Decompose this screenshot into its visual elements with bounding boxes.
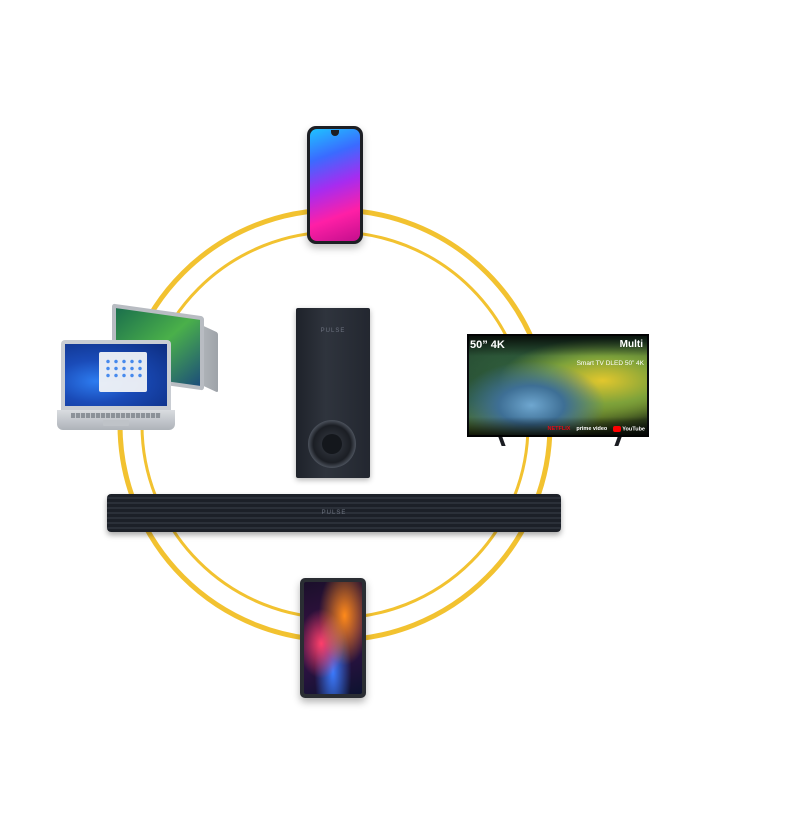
tv-model-label: Smart TV DLED 50” 4K bbox=[576, 360, 644, 367]
prime-video-logo: prime video bbox=[576, 425, 608, 432]
laptop-touchpad bbox=[103, 420, 129, 426]
soundbar-image: PULSE bbox=[107, 494, 561, 532]
laptop-keyboard-base bbox=[57, 410, 175, 430]
tv-brand-label: Multi bbox=[619, 339, 643, 350]
laptop-keyboard bbox=[71, 413, 161, 418]
tv-app-logos: NETFLIX prime video YouTube bbox=[547, 425, 645, 432]
subwoofer-speaker-cone bbox=[308, 420, 356, 468]
subwoofer-image: PULSE bbox=[296, 308, 370, 478]
smartphone-screen bbox=[310, 129, 360, 241]
laptop-start-menu bbox=[99, 352, 147, 392]
tv-size-label: 50” 4K bbox=[470, 339, 505, 351]
soundbar-brand-label: PULSE bbox=[321, 510, 347, 516]
tablet-image bbox=[300, 578, 366, 698]
youtube-logo: YouTube bbox=[613, 425, 645, 432]
smartphone-image bbox=[307, 126, 363, 244]
subwoofer-brand-label: PULSE bbox=[320, 328, 346, 334]
youtube-play-icon bbox=[613, 425, 622, 432]
laptop-image bbox=[61, 340, 171, 410]
smartphone-notch bbox=[331, 130, 339, 136]
tv-image: 50” 4K Multi Smart TV DLED 50” 4K NETFLI… bbox=[467, 334, 649, 437]
netflix-logo: NETFLIX bbox=[547, 425, 571, 432]
tablet-screen bbox=[304, 582, 362, 694]
